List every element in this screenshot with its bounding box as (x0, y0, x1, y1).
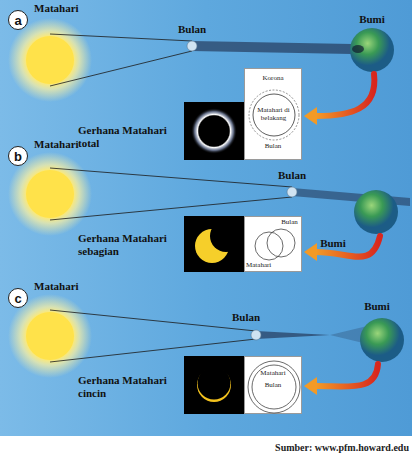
sky-ground (0, 0, 412, 436)
inset-label: Bulan (245, 142, 301, 150)
panel-letter: b (14, 150, 22, 163)
body-name-label: Bumi (355, 13, 389, 26)
body-name-label: Bumi (316, 237, 350, 250)
diagram-inset-box: BulanMatahari (244, 216, 302, 272)
body-name-label: Bulan (228, 311, 264, 324)
source-caption: Sumber: www.pfm.howard.edu (275, 442, 409, 453)
body-name-label: Matahari (34, 280, 94, 293)
panel-b-scene (8, 152, 410, 272)
panel-letter: c (14, 292, 21, 305)
inset-label: Korona (245, 74, 301, 82)
body-name-label: Bulan (274, 169, 310, 182)
inset-label: Matahari di belakang (255, 106, 292, 122)
body-name-label: Bulan (174, 23, 210, 36)
body-name-label: Matahari (34, 138, 94, 151)
inset-label: Bulan (278, 218, 301, 226)
body-name-label: Bumi (360, 300, 394, 313)
inset-label: Matahari (246, 261, 278, 269)
eclipse-type-label: Gerhana Matahari sebagian (78, 232, 182, 257)
panel-letter-badge: b (8, 146, 28, 166)
panel-letter-badge: a (8, 10, 28, 30)
diagram-inset-box: KoronaMatahari di belakangBulan (244, 68, 302, 160)
panel-a-scene (8, 18, 394, 160)
diagram-inset-box: MatahariBulan (244, 356, 302, 414)
panel-letter-badge: c (8, 288, 28, 308)
body-name-label: Matahari (34, 2, 94, 15)
eclipse-type-label: Gerhana Matahari total (78, 124, 182, 149)
panel-c-scene (8, 294, 404, 414)
inset-label: Bulan (245, 381, 301, 389)
eclipse-type-label: Gerhana Matahari cincin (78, 374, 182, 399)
inset-label: Matahari (245, 369, 301, 377)
panel-letter: a (14, 14, 21, 27)
